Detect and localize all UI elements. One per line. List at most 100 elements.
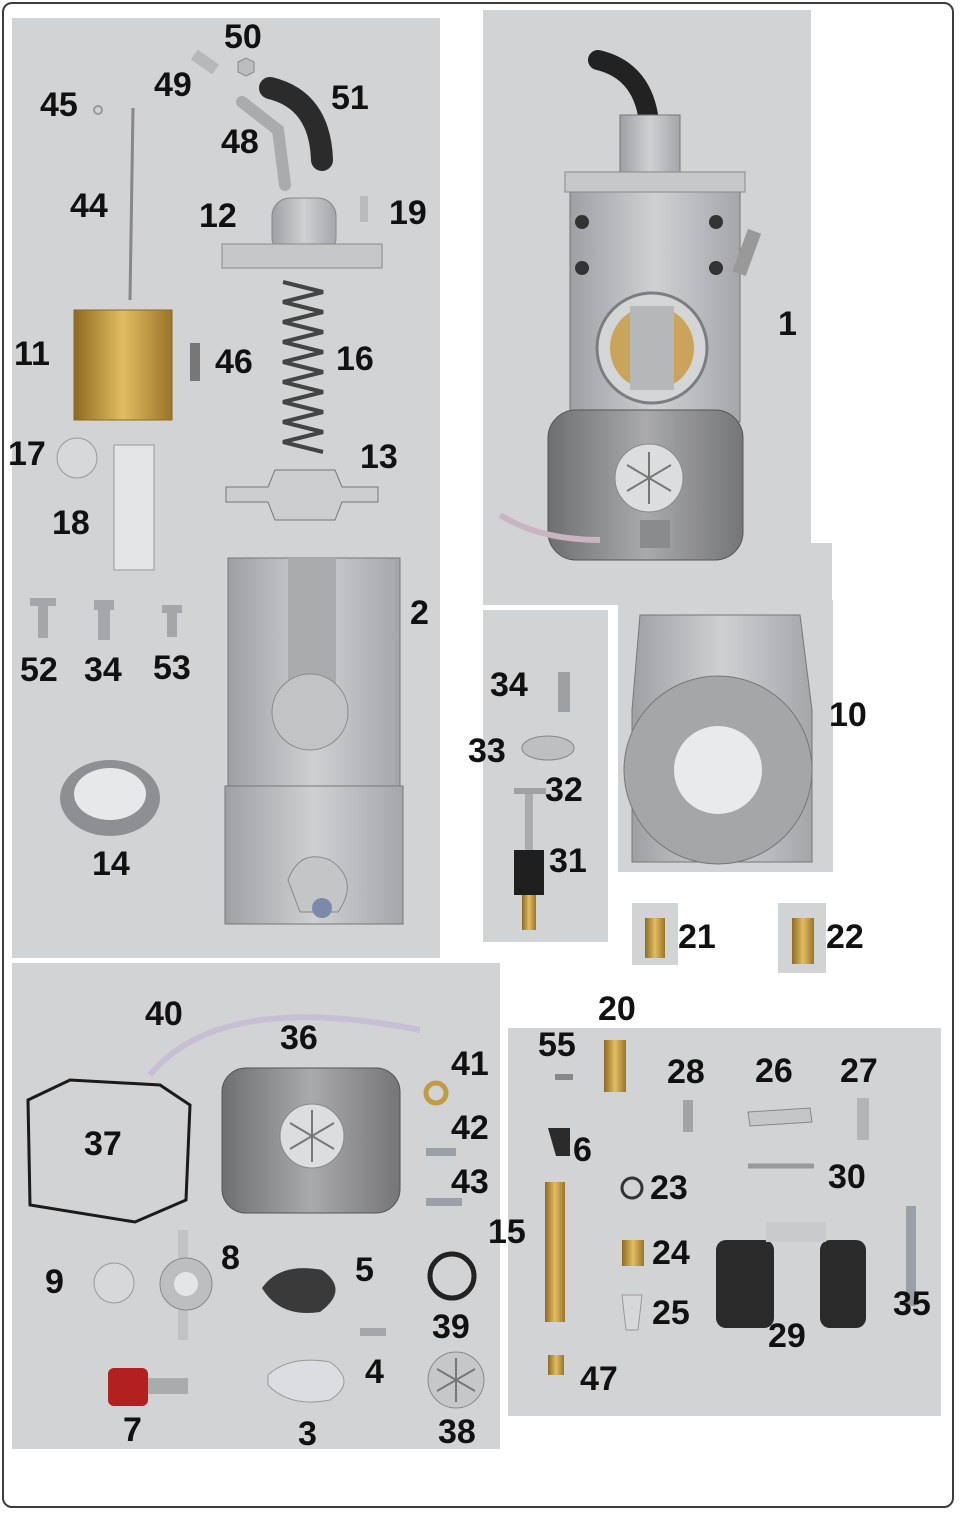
part-16-spring — [282, 280, 324, 454]
label-49: 49 — [154, 66, 192, 104]
part-37-gasket — [26, 1078, 192, 1224]
part-17-washer — [56, 437, 98, 479]
label-11: 11 — [14, 335, 50, 373]
part-34-screw — [558, 672, 570, 712]
label-33: 33 — [468, 732, 506, 770]
part-5-gasket — [262, 1268, 336, 1313]
label-51: 51 — [331, 79, 369, 117]
part-46-small-spring — [190, 343, 200, 381]
part-26-bracket — [747, 1107, 813, 1127]
part-38-cap — [427, 1351, 485, 1409]
panel-part-31-34 — [483, 610, 608, 942]
label-41: 41 — [451, 1045, 489, 1083]
label-5: 5 — [355, 1251, 374, 1289]
part-44-needle — [128, 107, 135, 301]
panel-bottom-right — [508, 1028, 941, 1416]
part-27-fitting — [857, 1098, 869, 1140]
label-14: 14 — [92, 845, 130, 883]
label-7: 7 — [123, 1411, 142, 1449]
part-49-screw — [190, 49, 220, 75]
part-7-banjo-bolt — [108, 1368, 188, 1406]
label-12: 12 — [199, 197, 237, 235]
label-3: 3 — [298, 1415, 317, 1453]
label-10: 10 — [829, 696, 867, 734]
part-55-pin — [555, 1074, 573, 1080]
part-12-top-cap — [221, 197, 383, 269]
label-44: 44 — [70, 187, 108, 225]
label-48: 48 — [221, 123, 259, 161]
label-18: 18 — [52, 504, 90, 542]
label-13: 13 — [360, 438, 398, 476]
label-2: 2 — [410, 594, 429, 632]
label-47: 47 — [580, 1360, 618, 1398]
part-41-eyelet — [423, 1080, 449, 1106]
part-28-fitting — [683, 1100, 693, 1132]
part-35-screw — [906, 1206, 916, 1306]
label-55: 55 — [538, 1026, 576, 1064]
part-20-jet-holder — [604, 1040, 626, 1092]
part-24-seat — [622, 1240, 644, 1266]
part-31-32-idle-screw — [514, 788, 546, 930]
label-4: 4 — [365, 1353, 384, 1391]
part-25-float-needle — [621, 1294, 643, 1331]
label-15: 15 — [488, 1213, 526, 1251]
part-15-emulsion-tube — [545, 1182, 565, 1322]
part-13-plate — [225, 469, 379, 521]
label-34b: 34 — [490, 666, 528, 704]
part-10-intake-housing — [623, 614, 813, 865]
part-11-brass-plate — [73, 309, 173, 421]
label-53: 53 — [153, 649, 191, 687]
label-32: 32 — [545, 771, 583, 809]
part-23-o-ring — [620, 1176, 644, 1200]
part-9-washer — [93, 1262, 135, 1304]
label-19: 19 — [389, 194, 427, 232]
label-34a: 34 — [84, 651, 122, 689]
part-29-float — [716, 1222, 866, 1328]
label-1: 1 — [778, 305, 797, 343]
label-26: 26 — [755, 1052, 793, 1090]
part-45-clip — [93, 105, 103, 115]
label-16: 16 — [336, 340, 374, 378]
label-40: 40 — [145, 995, 183, 1033]
label-37: 37 — [84, 1125, 122, 1163]
label-29: 29 — [768, 1317, 806, 1355]
part-18-slide — [113, 444, 155, 571]
part-42-screw — [426, 1148, 456, 1156]
label-42: 42 — [451, 1109, 489, 1147]
label-22: 22 — [826, 918, 864, 956]
part-21-jet — [645, 918, 665, 958]
label-6: 6 — [573, 1131, 592, 1169]
label-24: 24 — [652, 1234, 690, 1272]
part-19-screw — [360, 196, 368, 222]
part-22-jet — [792, 918, 814, 964]
label-52: 52 — [20, 651, 58, 689]
label-36: 36 — [280, 1019, 318, 1057]
part-6-elbow — [548, 1128, 570, 1156]
label-9: 9 — [45, 1263, 64, 1301]
part-40-hose — [147, 1014, 421, 1077]
part-43-screw — [426, 1198, 462, 1206]
label-21: 21 — [678, 918, 716, 956]
part-47-jet — [548, 1355, 564, 1375]
label-38: 38 — [438, 1413, 476, 1451]
label-45: 45 — [40, 86, 78, 124]
screws-52-34-53 — [30, 598, 182, 640]
part-1-carburetor — [498, 50, 762, 561]
label-27: 27 — [840, 1052, 878, 1090]
label-8: 8 — [221, 1239, 240, 1277]
part-4-screw — [360, 1328, 386, 1336]
part-14-ring — [60, 760, 160, 836]
label-31: 31 — [549, 842, 587, 880]
label-23: 23 — [650, 1169, 688, 1207]
label-17: 17 — [8, 435, 46, 473]
part-51-rubber-elbow — [259, 77, 333, 171]
part-39-o-ring — [427, 1251, 477, 1301]
part-48-tube — [236, 96, 291, 191]
label-46: 46 — [215, 343, 253, 381]
label-30: 30 — [828, 1158, 866, 1196]
part-2-slide-body — [224, 557, 404, 925]
label-43: 43 — [451, 1163, 489, 1201]
label-25: 25 — [652, 1294, 690, 1332]
part-3-cover-plate — [267, 1359, 345, 1403]
